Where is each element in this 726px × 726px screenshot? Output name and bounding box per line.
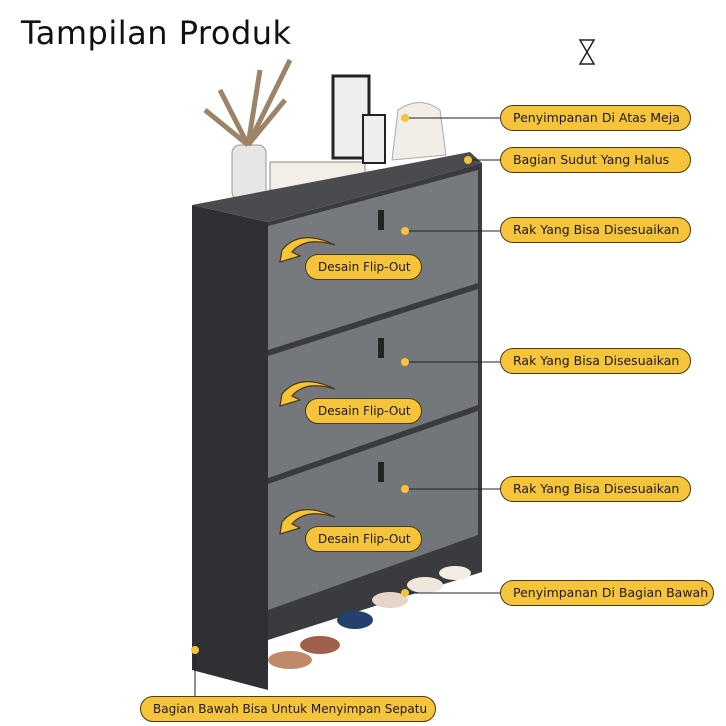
drawer-handle xyxy=(378,462,384,482)
drawer-handle xyxy=(378,210,384,230)
cabinet-side xyxy=(192,205,268,690)
label-shelf-3: Rak Yang Bisa Disesuaikan xyxy=(500,476,691,502)
leader-lines xyxy=(194,117,500,697)
hourglass-icon xyxy=(578,39,596,65)
marker-dots xyxy=(191,114,472,654)
drawer-3[interactable] xyxy=(268,411,478,610)
drawer-handle xyxy=(378,338,384,358)
drawer-2[interactable] xyxy=(268,289,478,478)
cabinet-top xyxy=(192,152,482,222)
label-bottom-shoes: Bagian Bawah Bisa Untuk Menyimpan Sepatu xyxy=(140,696,436,722)
decor-frame-small xyxy=(362,114,386,164)
label-smooth-corner: Bagian Sudut Yang Halus xyxy=(500,147,691,173)
label-bottom-storage: Penyimpanan Di Bagian Bawah xyxy=(500,580,714,606)
label-top-storage: Penyimpanan Di Atas Meja xyxy=(500,105,691,131)
decor-vase xyxy=(203,58,293,201)
label-flip-3: Desain Flip-Out xyxy=(305,526,422,552)
decor-handbag xyxy=(391,102,447,161)
label-flip-2: Desain Flip-Out xyxy=(305,398,422,424)
flip-arrow-icon xyxy=(279,237,336,535)
page-title: Tampilan Produk xyxy=(21,14,292,52)
label-shelf-1: Rak Yang Bisa Disesuaikan xyxy=(500,217,691,243)
shoes xyxy=(268,566,471,669)
label-flip-1: Desain Flip-Out xyxy=(305,254,422,280)
label-shelf-2: Rak Yang Bisa Disesuaikan xyxy=(500,348,691,374)
